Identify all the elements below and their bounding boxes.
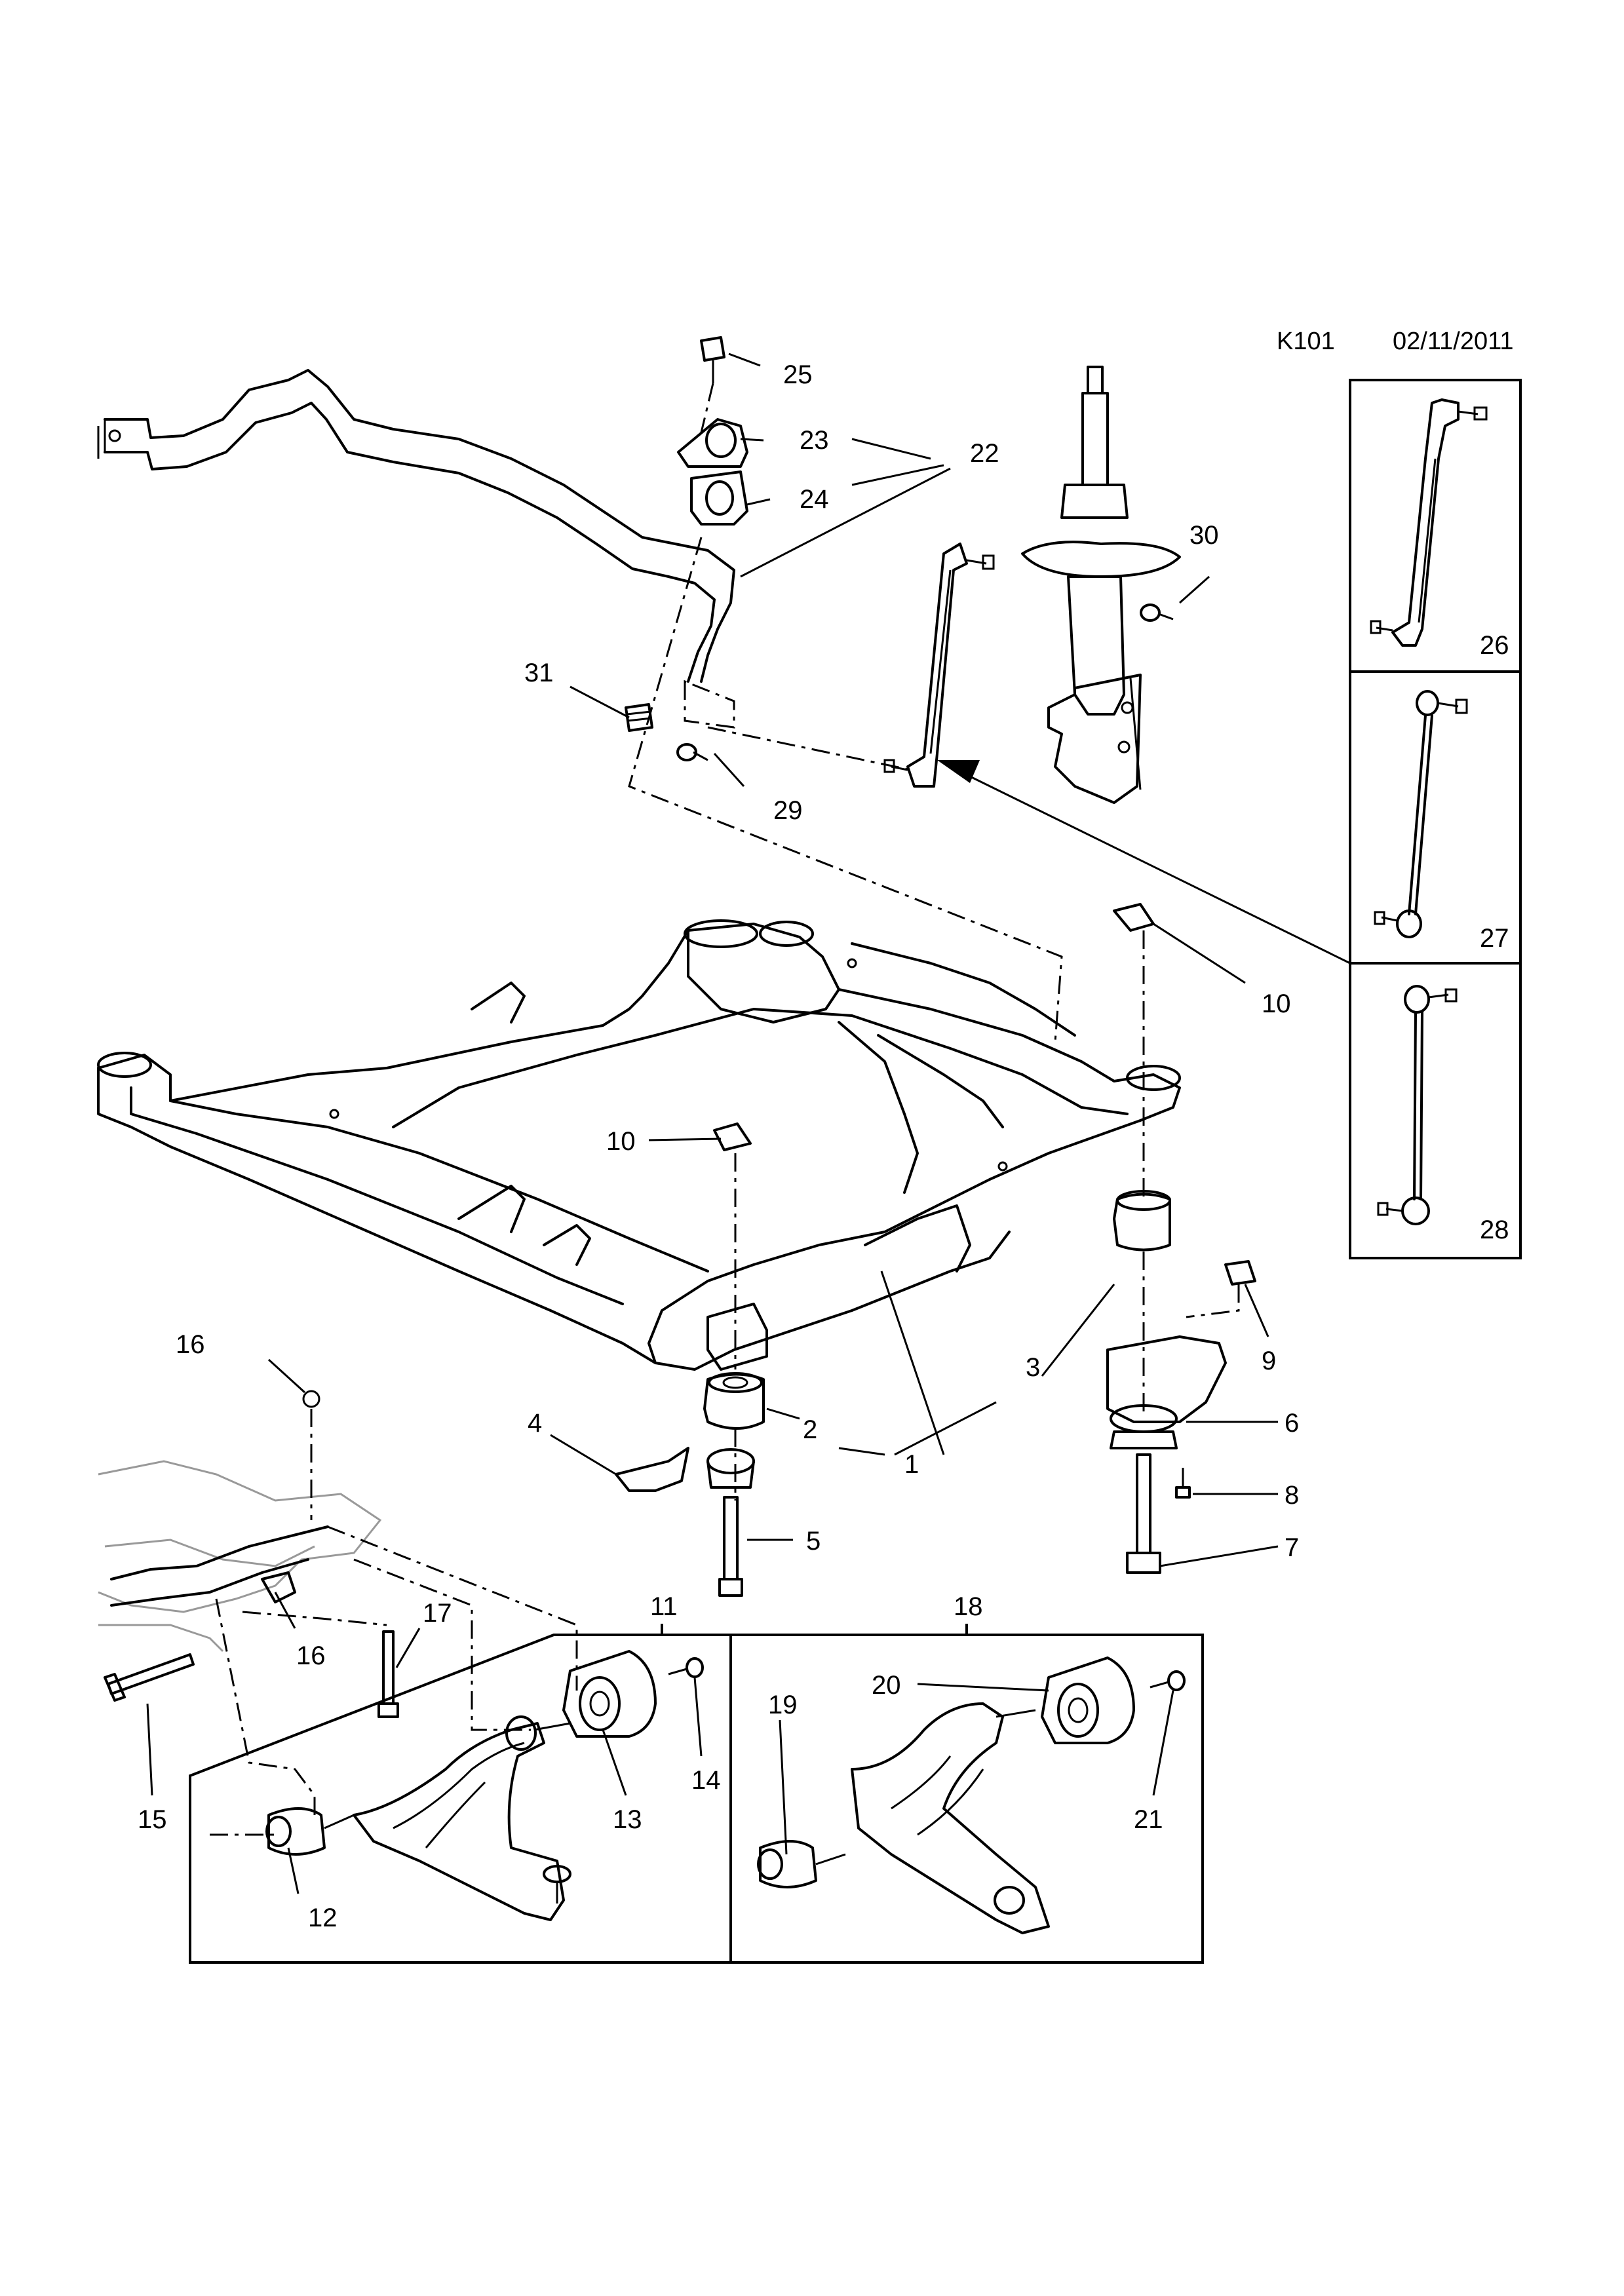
bush-29 (676, 743, 708, 761)
bracket-6 (1106, 1335, 1227, 1449)
callout-16-upper: 16 (176, 1330, 205, 1359)
callout-24: 24 (800, 485, 829, 514)
callout-1: 1 (904, 1450, 919, 1479)
bolt-5 (718, 1496, 743, 1597)
variant-arrow (937, 760, 1351, 965)
stabilizer-link-variant-28 (1377, 985, 1458, 1225)
callout-29: 29 (773, 796, 803, 825)
stabilizer-link-main (883, 543, 995, 788)
callout-23: 23 (800, 426, 829, 455)
strut (1021, 366, 1181, 804)
control-arm-panel (189, 1624, 1204, 1964)
body-section-ghost (98, 1390, 382, 1653)
callout-2: 2 (803, 1415, 817, 1444)
callout-9: 9 (1262, 1347, 1276, 1375)
callout-28: 28 (1480, 1215, 1509, 1244)
stabilizer-link-variant-27 (1374, 690, 1468, 938)
callout-19: 19 (768, 1691, 798, 1719)
callout-13: 13 (613, 1805, 642, 1834)
assembly-lines (210, 383, 1240, 1836)
bush-19 (757, 1840, 846, 1888)
callout-6: 6 (1285, 1409, 1299, 1438)
subframe (97, 919, 1181, 1371)
callout-14: 14 (691, 1766, 721, 1795)
clamp-and-bush (677, 336, 748, 526)
nut-9 (1224, 1260, 1256, 1286)
bush-12 (265, 1807, 355, 1856)
bolt-8 (1175, 1468, 1191, 1499)
callout-11: 11 (650, 1592, 678, 1621)
link-variants-panel (1349, 379, 1522, 1259)
callout-22: 22 (970, 439, 999, 468)
callout-21: 21 (1134, 1805, 1163, 1834)
diagram-code: K101 (1277, 328, 1335, 355)
callout-26: 26 (1480, 631, 1509, 660)
control-arm-18 (851, 1702, 1050, 1934)
callout-4: 4 (528, 1409, 542, 1438)
bush-20 (1041, 1656, 1135, 1744)
leader-lines (146, 353, 1279, 1894)
callout-labels: 1 2 3 4 5 6 7 8 9 10 10 11 12 13 14 15 1… (138, 360, 1509, 1932)
bolt-14 (668, 1657, 704, 1678)
callout-12: 12 (308, 1904, 338, 1932)
callout-8: 8 (1285, 1481, 1299, 1510)
nut-10-lower (713, 1122, 752, 1151)
callout-31: 31 (524, 659, 554, 687)
callout-30: 30 (1189, 521, 1219, 550)
callout-25: 25 (783, 360, 813, 389)
stabilizer-link-variant-26 (1370, 398, 1488, 647)
callout-10-upper: 10 (1262, 989, 1291, 1018)
diagram-date: 02/11/2011 (1393, 328, 1514, 355)
clip-31 (625, 703, 653, 732)
callout-18: 18 (954, 1592, 983, 1621)
callout-5: 5 (806, 1527, 821, 1556)
bracket-4 (615, 1447, 755, 1492)
callout-17: 17 (423, 1599, 452, 1628)
callout-10-lower: 10 (606, 1127, 636, 1156)
bolt-21 (1150, 1670, 1186, 1691)
bush-13 (562, 1650, 657, 1738)
stabilizer-bar (97, 369, 735, 683)
mount-bush-3 (1113, 1190, 1171, 1252)
mount-bush-2 (703, 1372, 765, 1430)
callout-15: 15 (138, 1805, 167, 1834)
callout-27: 27 (1480, 924, 1509, 953)
bolt-15 (104, 1653, 195, 1702)
callout-20: 20 (872, 1671, 901, 1700)
callout-7: 7 (1285, 1533, 1299, 1562)
nut-10-upper (1113, 903, 1155, 932)
callout-16-lower: 16 (296, 1641, 326, 1670)
bolt-7 (1126, 1453, 1161, 1574)
control-arm-11 (353, 1715, 571, 1921)
callout-3: 3 (1026, 1353, 1040, 1382)
bolt-17 (377, 1630, 399, 1718)
